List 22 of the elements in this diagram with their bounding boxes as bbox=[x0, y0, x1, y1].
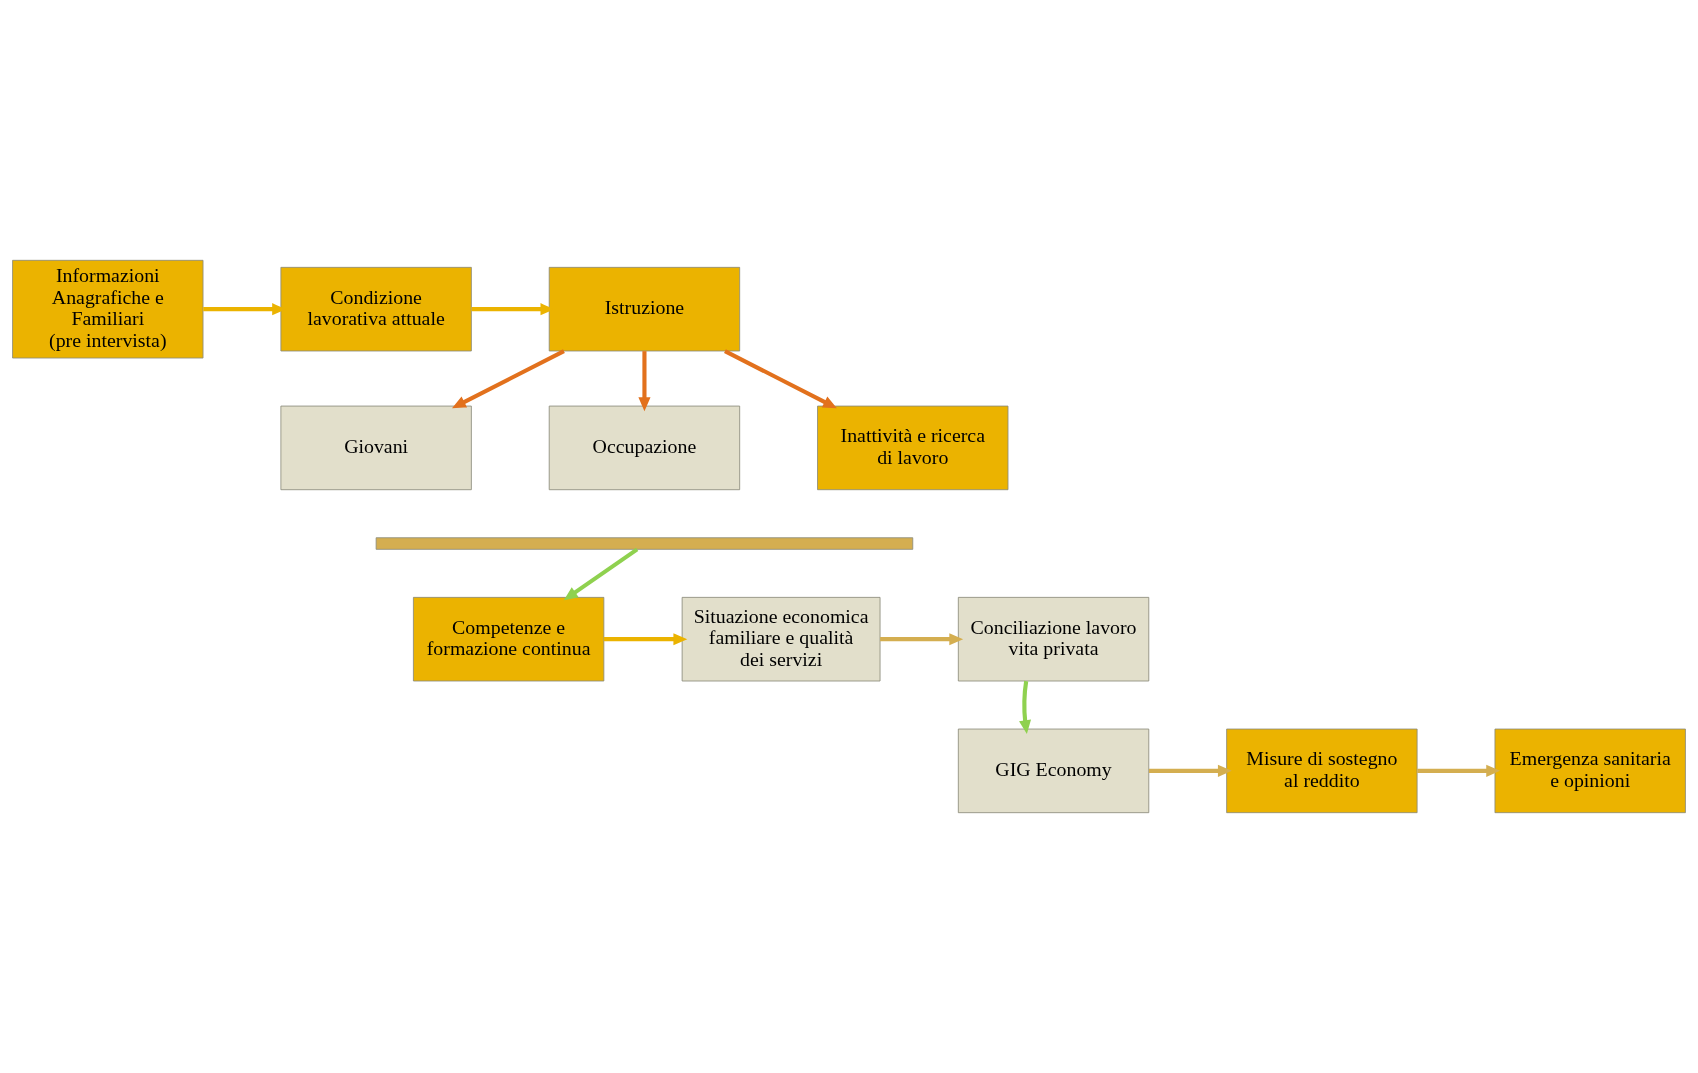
node-box: Istruzione bbox=[548, 266, 741, 352]
arrow bbox=[1019, 680, 1032, 735]
arrow bbox=[1417, 764, 1501, 777]
arrow bbox=[724, 349, 837, 409]
node-box: Emergenza sanitaria e opinioni bbox=[1494, 728, 1686, 814]
arrow bbox=[603, 633, 688, 646]
arrow bbox=[1148, 764, 1232, 777]
node-box: Conciliazione lavoro vita privata bbox=[957, 596, 1150, 682]
node-box: Misure di sostegno al reddito bbox=[1226, 728, 1418, 814]
node-box: GIG Economy bbox=[957, 728, 1150, 814]
node-box: Condizione lavorativa attuale bbox=[280, 266, 472, 352]
node-box: Giovani bbox=[280, 405, 472, 491]
node-box: Informazioni Anagrafiche e Familiari (pre intervista) bbox=[12, 259, 204, 359]
arrow bbox=[880, 633, 964, 646]
arrow bbox=[638, 351, 651, 412]
node-box: Inattività e ricerca di lavoro bbox=[817, 405, 1009, 491]
node-box: Situazione economica familiare e qualità dei servizi bbox=[681, 596, 881, 682]
node-bar bbox=[375, 537, 914, 550]
node-box: Occupazione bbox=[548, 405, 741, 491]
arrow bbox=[451, 349, 565, 409]
arrow bbox=[563, 547, 639, 601]
node-box: Competenze e formazione continua bbox=[412, 596, 605, 682]
